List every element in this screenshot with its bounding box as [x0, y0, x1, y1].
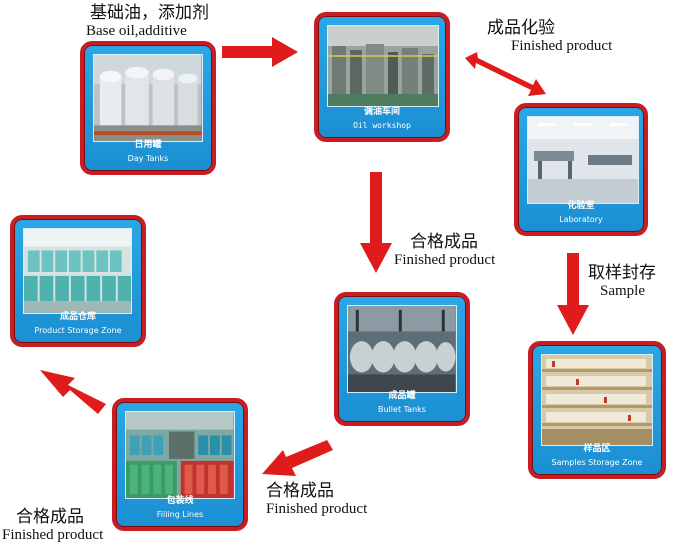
bullet-tanks-label-en: Bullet Tanks [378, 405, 426, 414]
product-zone-label-en: Product Storage Zone [34, 326, 122, 335]
laboratory-label-en: Laboratory [559, 215, 603, 224]
label-qualified-1-zh: 合格成品 [410, 232, 478, 251]
station-filling-lines: 包装线 Filling Lines [112, 398, 248, 531]
oil-workshop-label-en: Oil workshop [353, 121, 411, 130]
product-zone-label-zh: 成品仓库 [59, 312, 96, 322]
filling-lines-label-en: Filling Lines [156, 510, 204, 519]
label-qualified-2: 合格成品 Finished product [266, 481, 368, 517]
bullet-tanks-photo [347, 305, 457, 393]
station-laboratory: 化验室 Laboratory [514, 103, 648, 236]
samples-zone-caption: 样品区 Samples Storage Zone [532, 443, 662, 469]
arrow-to-product [40, 370, 106, 414]
arrow-to-bullet [360, 172, 392, 273]
laboratory-label-zh: 化验室 [567, 201, 595, 211]
oil-workshop-photo [327, 25, 439, 107]
label-qualified-2-zh: 合格成品 [266, 481, 334, 500]
bullet-tanks-caption: 成品罐 Bullet Tanks [338, 390, 466, 416]
day-tanks-label-en: Day Tanks [127, 154, 169, 163]
samples-zone-label-en: Samples Storage Zone [551, 458, 643, 467]
label-finished-check-en: Finished product [511, 37, 613, 54]
oil-workshop-label-zh: 调油车间 [363, 107, 400, 117]
label-sample-zh: 取样封存 [588, 263, 656, 282]
filling-lines-photo [125, 411, 235, 499]
samples-zone-label-zh: 样品区 [583, 444, 611, 454]
filling-lines-label-zh: 包装线 [166, 496, 194, 506]
product-zone-photo [23, 228, 133, 314]
arrow-to-samples [557, 253, 589, 335]
laboratory-caption: 化验室 Laboratory [518, 200, 644, 226]
bullet-tanks-label-zh: 成品罐 [388, 391, 416, 401]
label-qualified-3-en: Finished product [2, 526, 104, 543]
label-sample: 取样封存 Sample [588, 263, 656, 299]
label-base-oil: 基础油，添加剂 Base oil,additive [86, 3, 209, 39]
label-base-oil-en: Base oil,additive [86, 22, 187, 39]
label-finished-check-zh: 成品化验 [487, 18, 555, 37]
product-zone-caption: 成品仓库 Product Storage Zone [14, 311, 142, 337]
day-tanks-photo [93, 54, 203, 142]
arrow-to-filling [262, 440, 333, 476]
arrow-to-workshop [222, 37, 298, 67]
station-product-zone: 成品仓库 Product Storage Zone [10, 215, 146, 347]
label-qualified-2-en: Finished product [266, 500, 368, 517]
day-tanks-label-zh: 日用罐 [134, 140, 162, 150]
label-finished-check: 成品化验 Finished product [487, 18, 613, 54]
label-sample-en: Sample [600, 282, 645, 299]
day-tanks-caption: 日用罐 Day Tanks [84, 139, 212, 165]
label-base-oil-zh: 基础油，添加剂 [90, 3, 209, 22]
station-samples-zone: 样品区 Samples Storage Zone [528, 341, 666, 479]
arrow-workshop-lab [465, 52, 546, 96]
label-qualified-3: 合格成品 Finished product [2, 507, 104, 543]
laboratory-photo [527, 116, 639, 204]
label-qualified-3-zh: 合格成品 [16, 507, 84, 526]
filling-lines-caption: 包装线 Filling Lines [116, 495, 244, 521]
station-day-tanks: 日用罐 Day Tanks [80, 41, 216, 175]
label-qualified-1-en: Finished product [394, 251, 496, 268]
station-oil-workshop: 调油车间 Oil workshop [314, 12, 450, 142]
oil-workshop-caption: 调油车间 Oil workshop [318, 106, 446, 132]
samples-zone-photo [541, 354, 653, 446]
station-bullet-tanks: 成品罐 Bullet Tanks [334, 292, 470, 426]
label-qualified-1: 合格成品 Finished product [394, 232, 496, 268]
